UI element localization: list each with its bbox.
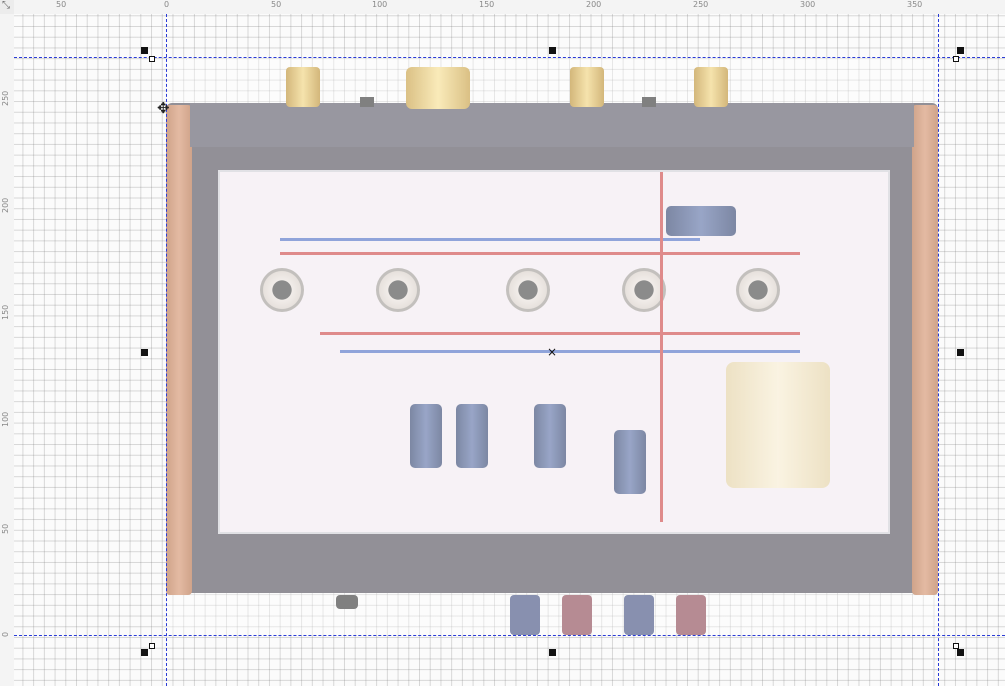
wire [280, 252, 800, 255]
capacitor [666, 206, 736, 236]
wood-side-right [912, 105, 938, 595]
rca-jack [570, 67, 604, 107]
resize-handle-bottom-right[interactable] [957, 649, 964, 656]
rca-jack [286, 67, 320, 107]
wire [280, 238, 700, 241]
ruler-label: 150 [1, 304, 10, 320]
tube-socket [622, 268, 666, 312]
capacitor [456, 404, 488, 468]
resize-handle-top[interactable] [549, 47, 556, 54]
ruler-corner[interactable]: ⤡ [0, 0, 15, 15]
vertical-ruler[interactable]: 250 200 150 100 50 0 [0, 14, 15, 686]
ruler-label: 350 [907, 0, 923, 9]
ruler-label: 100 [1, 411, 10, 427]
power-transformer [726, 362, 830, 488]
rotate-handle-bottom-left[interactable] [149, 643, 155, 649]
ruler-label: 50 [271, 0, 282, 9]
front-plate [190, 103, 914, 147]
ruler-label: 200 [586, 0, 602, 9]
speaker-binding-post [624, 595, 654, 635]
speaker-binding-post [676, 595, 706, 635]
toggle-switch [360, 97, 374, 107]
tube-socket [506, 268, 550, 312]
ruler-label: 200 [1, 197, 10, 213]
tube-socket [376, 268, 420, 312]
image-transparency-overlay [166, 57, 938, 635]
ruler-label: 250 [1, 90, 10, 106]
center-point-icon[interactable]: × [547, 345, 558, 359]
guide-top[interactable] [14, 57, 1005, 58]
resize-handle-left[interactable] [141, 349, 148, 356]
resize-handle-top-right[interactable] [957, 47, 964, 54]
wire [320, 332, 800, 335]
ruler-label: 0 [1, 631, 10, 637]
rotate-handle-bottom-right[interactable] [953, 643, 959, 649]
power-inlet [336, 595, 358, 609]
guide-right[interactable] [938, 14, 939, 686]
guide-bottom[interactable] [14, 635, 1005, 636]
ruler-label: 300 [800, 0, 816, 9]
selected-photo-object[interactable] [166, 57, 938, 635]
ruler-label: 0 [164, 0, 170, 9]
rca-jack [694, 67, 728, 107]
volume-knob [406, 67, 470, 109]
capacitor [410, 404, 442, 468]
tube-socket [260, 268, 304, 312]
speaker-binding-post [510, 595, 540, 635]
tube-socket [736, 268, 780, 312]
rotate-handle-top-right[interactable] [953, 56, 959, 62]
capacitor [534, 404, 566, 468]
resize-handle-right[interactable] [957, 349, 964, 356]
move-cursor-icon: ✥ [157, 99, 170, 117]
rotate-handle-top-left[interactable] [149, 56, 155, 62]
capacitor [614, 430, 646, 494]
ruler-label: 250 [693, 0, 709, 9]
wire [660, 172, 663, 522]
horizontal-ruler[interactable]: 50 0 50 100 150 200 250 300 350 [14, 0, 1005, 15]
wire [340, 350, 800, 353]
wood-side-left [166, 105, 192, 595]
toggle-switch [642, 97, 656, 107]
resize-handle-bottom-left[interactable] [141, 649, 148, 656]
ruler-label: 100 [372, 0, 388, 9]
ruler-label: 150 [479, 0, 495, 9]
guide-left[interactable] [166, 14, 167, 686]
speaker-binding-post [562, 595, 592, 635]
ruler-origin-icon[interactable]: ⤡ [2, 0, 10, 11]
ruler-label: 50 [56, 0, 67, 9]
resize-handle-top-left[interactable] [141, 47, 148, 54]
resize-handle-bottom[interactable] [549, 649, 556, 656]
ruler-label: 50 [1, 523, 10, 534]
